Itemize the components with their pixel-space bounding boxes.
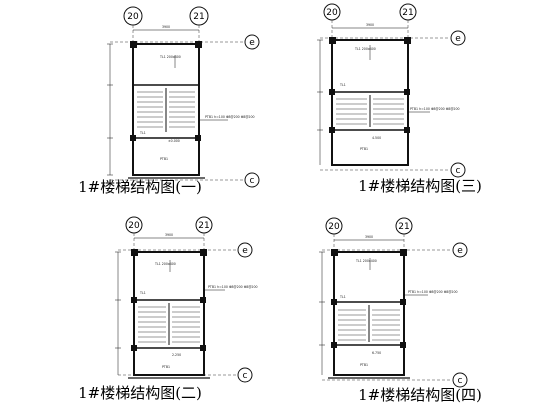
stair-plan-panel-1: 20 21 e c 3900 [0, 0, 280, 210]
slab-label: PTB1 [360, 147, 368, 151]
svg-text:e: e [242, 246, 248, 256]
grid-bubble-20: 20 [123, 6, 143, 26]
tl-label: TL1 [139, 291, 146, 295]
stair-plan-drawing: 20 21 e c 3900 [317, 3, 466, 178]
svg-text:21: 21 [398, 222, 409, 232]
stair-treads [336, 98, 404, 125]
stair-plan-drawing: 20 21 e c 3900 [319, 217, 468, 388]
svg-text:21: 21 [193, 12, 204, 22]
svg-text:21: 21 [198, 221, 209, 231]
svg-text:c: c [456, 166, 461, 176]
beam-note: PTB1 h=100 Φ8@200 Φ8@200 [205, 115, 255, 119]
beam-note: PTB1 h=100 Φ8@200 Φ8@200 [208, 285, 258, 289]
slab-label: PTB1 [160, 157, 168, 161]
elevation-label: 6.750 [372, 351, 381, 355]
top-dimension: 3900 [133, 25, 199, 31]
slab-note: TL1 200x400 [159, 55, 181, 59]
slab-note: TL1 200x400 [354, 47, 376, 51]
column [329, 37, 336, 44]
tl-label: TL1 [139, 131, 146, 135]
beam-note: PTB1 h=100 Φ8@200 Φ8@200 [408, 290, 458, 294]
grid-bubble-c: c [452, 372, 468, 388]
svg-text:20: 20 [128, 221, 140, 231]
stair-walls [133, 251, 205, 376]
svg-text:20: 20 [127, 12, 139, 22]
elevation-label: ±0.000 [168, 139, 180, 143]
stair-plan-drawing: 20 21 e c 3900 [115, 216, 258, 383]
left-dimension [107, 43, 113, 176]
svg-text:e: e [249, 38, 255, 48]
svg-text:20: 20 [328, 222, 340, 232]
stair-plan-drawing: 20 21 e c 3900 [107, 6, 260, 188]
svg-text:3900: 3900 [162, 25, 170, 29]
grid-bubble-20: 20 [325, 217, 343, 235]
column [200, 249, 207, 256]
grid-bubble-e: e [244, 34, 260, 50]
top-dimension: 3900 [134, 233, 204, 239]
column [331, 249, 338, 256]
drawing-caption: 1#楼梯结构图(三) [358, 177, 482, 195]
svg-text:3900: 3900 [165, 233, 173, 237]
annotation-leaders [169, 260, 225, 291]
annotation-leaders [369, 45, 430, 113]
svg-text:c: c [250, 176, 255, 186]
grid-bubble-e: e [450, 30, 466, 46]
svg-text:c: c [458, 376, 463, 386]
left-dimension [319, 251, 325, 375]
grid-bubble-c: c [450, 162, 466, 178]
grid-lines [320, 20, 450, 171]
stair-treads [338, 309, 400, 341]
stair-treads [137, 91, 195, 128]
svg-text:c: c [243, 371, 248, 381]
column [131, 249, 138, 256]
grid-bubble-c: c [244, 172, 260, 188]
slab-note: TL1 200x400 [355, 259, 377, 263]
elevation-label: 2.250 [172, 353, 181, 357]
drawing-caption: 1#楼梯结构图(二) [78, 384, 202, 402]
grid-bubble-e: e [452, 242, 468, 258]
svg-text:e: e [457, 246, 463, 256]
stair-walls [333, 251, 405, 376]
grid-lines [110, 25, 245, 181]
left-dimension [317, 39, 323, 165]
slab-note: TL1 200x400 [154, 262, 176, 266]
grid-bubble-c: c [237, 367, 253, 383]
svg-text:3900: 3900 [365, 235, 373, 239]
grid-bubble-20: 20 [125, 216, 143, 234]
grid-bubble-21: 21 [399, 3, 417, 21]
column [195, 41, 202, 48]
top-dimension: 3900 [334, 235, 404, 241]
column [404, 37, 411, 44]
column [400, 249, 407, 256]
left-dimension [115, 251, 121, 375]
stair-plan-panel-2: 20 21 e c 3900 [0, 210, 280, 420]
slab-label: PTB1 [360, 363, 368, 367]
drawing-caption: 1#楼梯结构图(一) [78, 178, 202, 196]
top-dimension: 3900 [332, 23, 408, 29]
stair-plan-panel-3: 20 21 e c 3900 [280, 0, 560, 210]
tl-label: TL1 [339, 295, 346, 299]
stair-plan-panel-4: 20 21 e c 3900 [280, 210, 560, 420]
drawing-caption: 1#楼梯结构图(四) [358, 386, 482, 404]
svg-text:3900: 3900 [366, 23, 374, 27]
svg-text:e: e [455, 34, 461, 44]
annotation-leaders [174, 55, 228, 121]
grid-bubble-e: e [237, 242, 253, 258]
stair-treads [138, 306, 200, 343]
svg-text:21: 21 [402, 8, 413, 18]
beam-note: PTB1 h=100 Φ8@200 Φ8@200 [410, 107, 460, 111]
column [130, 41, 137, 48]
grid-bubble-21: 21 [189, 6, 209, 26]
tl-label: TL1 [339, 83, 346, 87]
grid-lines [322, 234, 452, 381]
grid-bubble-21: 21 [195, 216, 213, 234]
stair-walls [132, 43, 200, 176]
elevation-label: 4.500 [372, 136, 381, 140]
grid-bubble-20: 20 [323, 3, 341, 21]
svg-text:20: 20 [326, 8, 338, 18]
grid-bubble-21: 21 [395, 217, 413, 235]
slab-label: PTB1 [162, 365, 170, 369]
annotation-leaders [369, 258, 428, 296]
stair-walls [331, 39, 409, 166]
